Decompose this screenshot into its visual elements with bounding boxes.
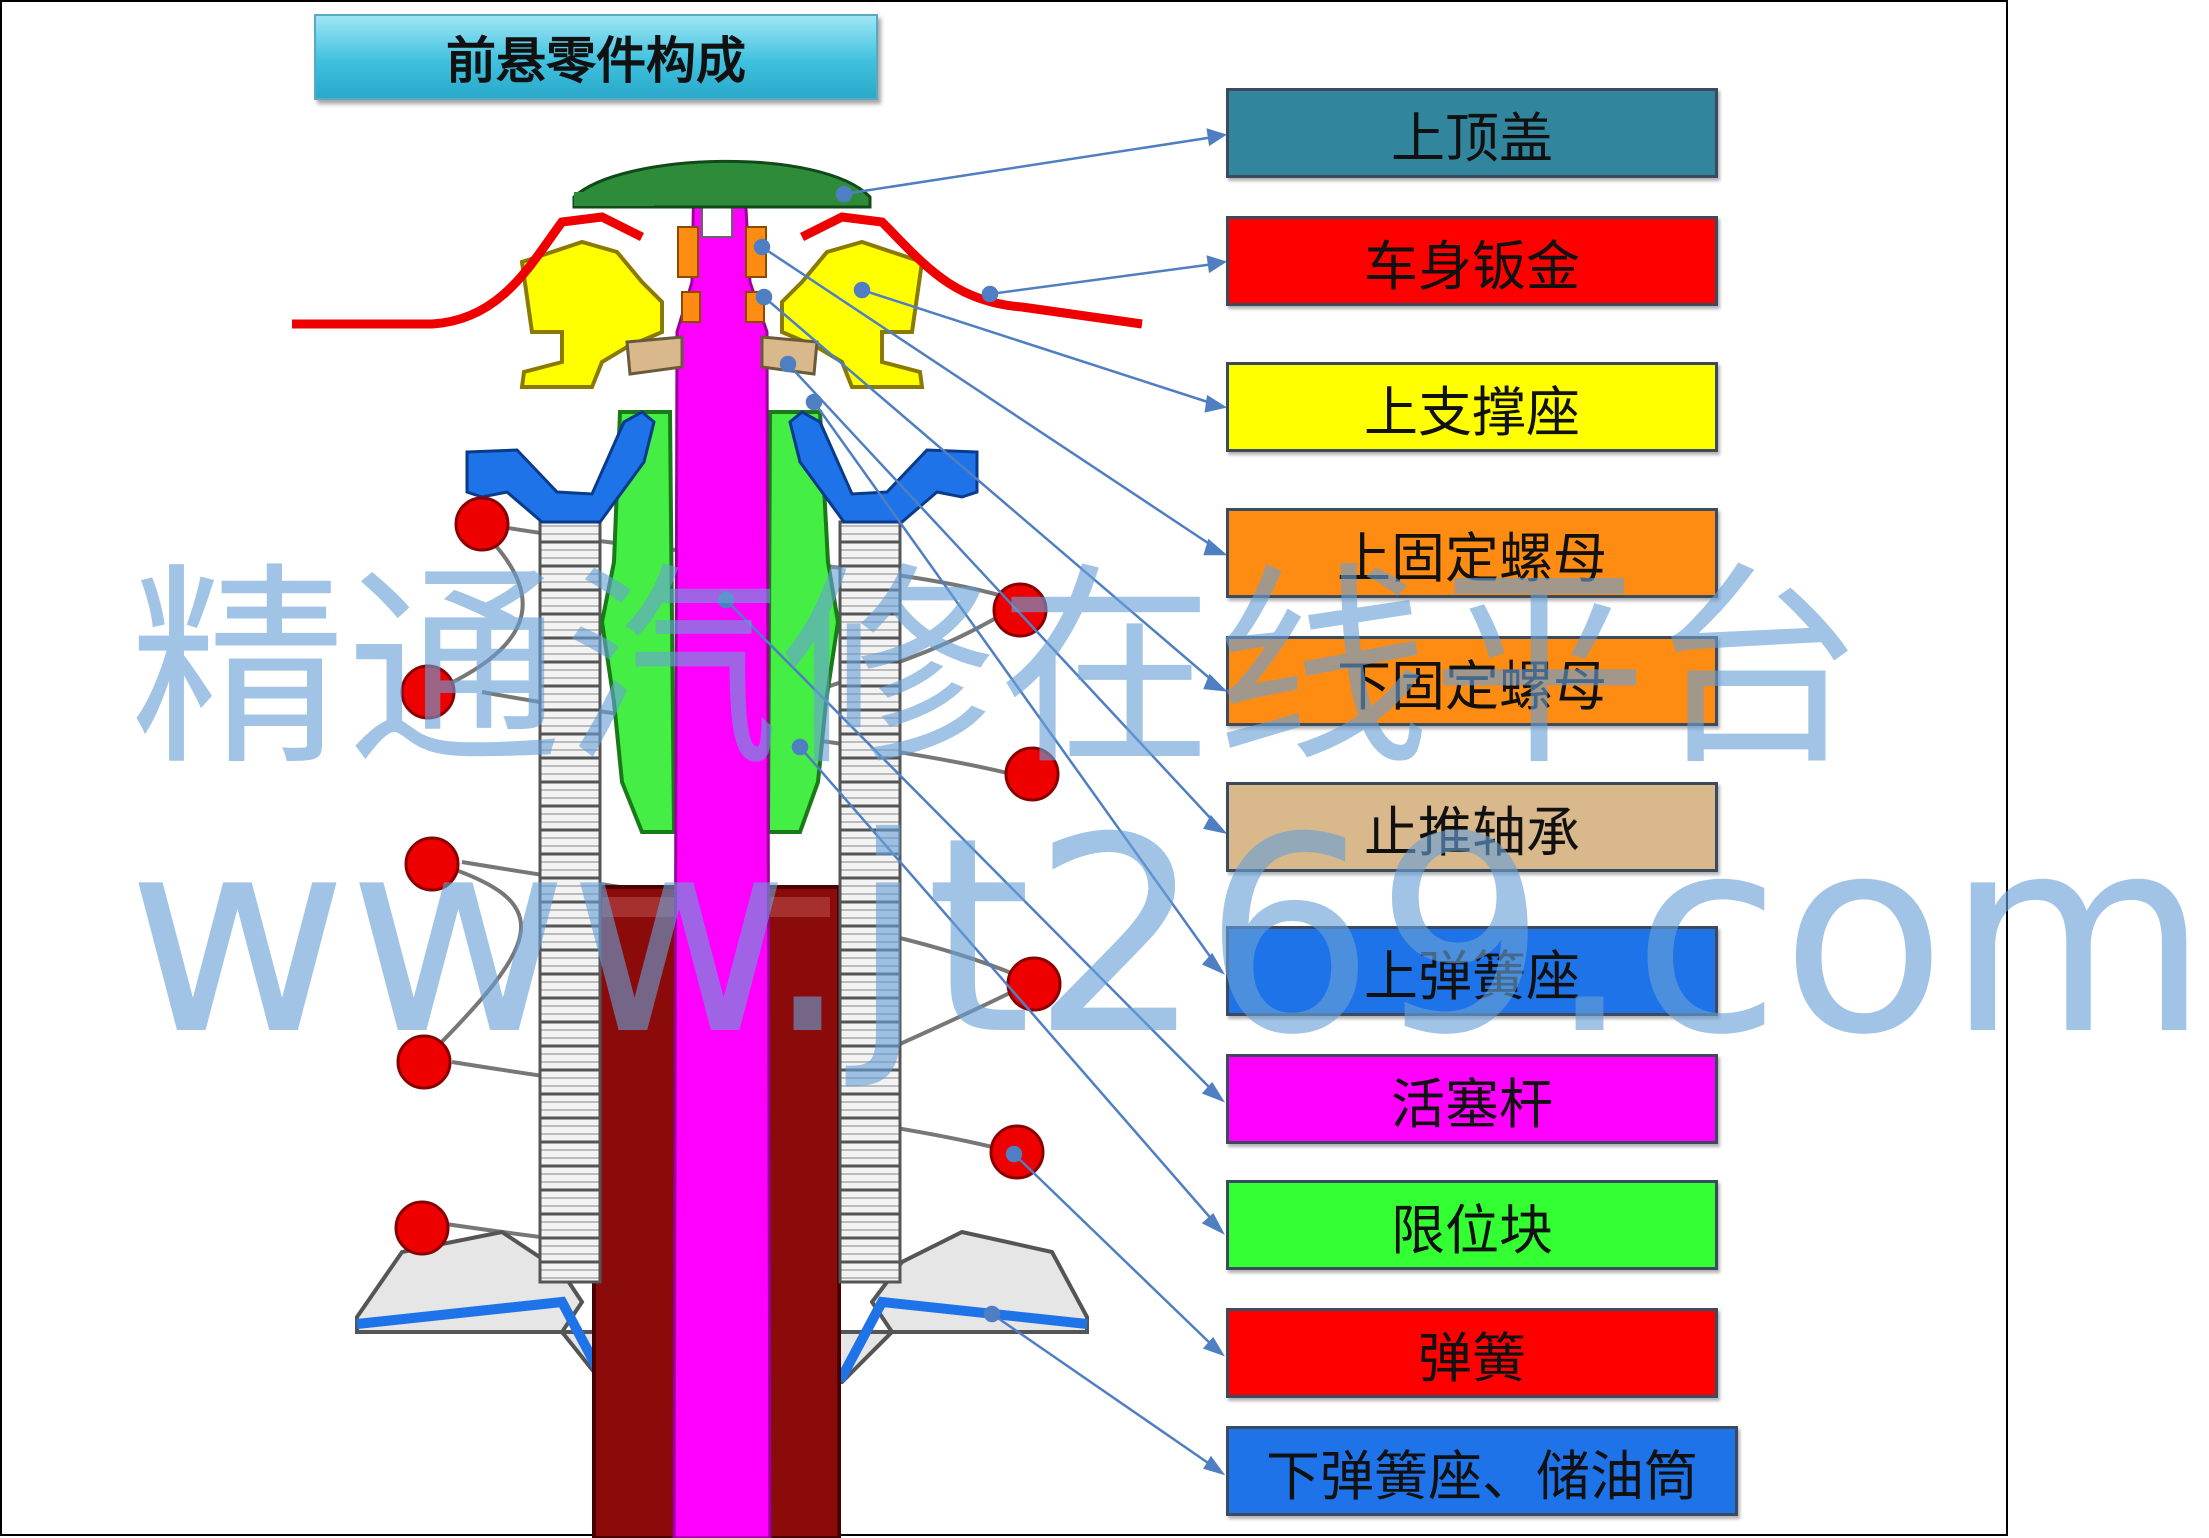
label-lower-nut: 下固定螺母: [1226, 636, 1718, 726]
diagram-title: 前悬零件构成: [314, 14, 878, 100]
leader-lines: [717, 128, 1228, 1476]
label-piston-rod: 活塞杆: [1226, 1054, 1718, 1144]
label-top-cap: 上顶盖: [1226, 88, 1718, 178]
dust-boot-left: [538, 520, 602, 1284]
upper-spring-seat-shape: [465, 410, 979, 524]
label-spring: 弹簧: [1226, 1308, 1718, 1398]
lower-nut-shape: [681, 291, 701, 323]
dust-boot-right: [838, 520, 902, 1284]
label-upper-support: 上支撑座: [1226, 362, 1718, 452]
upper-support-shape: [519, 239, 925, 389]
label-thrust-bearing: 止推轴承: [1226, 782, 1718, 872]
upper-nut-shape: [677, 226, 699, 278]
suspension-strut-illustration: [292, 128, 1228, 1538]
piston-rod-shape: [672, 170, 772, 1538]
spring-sections: [394, 496, 1062, 1256]
thrust-bearing-shape: [625, 335, 684, 376]
bump-stop-shape: [599, 410, 677, 834]
label-bump-stop: 限位块: [1226, 1180, 1718, 1270]
body-sheet-metal-shape: [292, 212, 1143, 329]
label-upper-spring-seat: 上弹簧座: [1226, 926, 1718, 1016]
label-upper-nut: 上固定螺母: [1226, 508, 1718, 598]
label-lower-spring-seat-reservoir: 下弹簧座、储油筒: [1226, 1426, 1738, 1516]
label-body-sheet-metal: 车身钣金: [1226, 216, 1718, 306]
